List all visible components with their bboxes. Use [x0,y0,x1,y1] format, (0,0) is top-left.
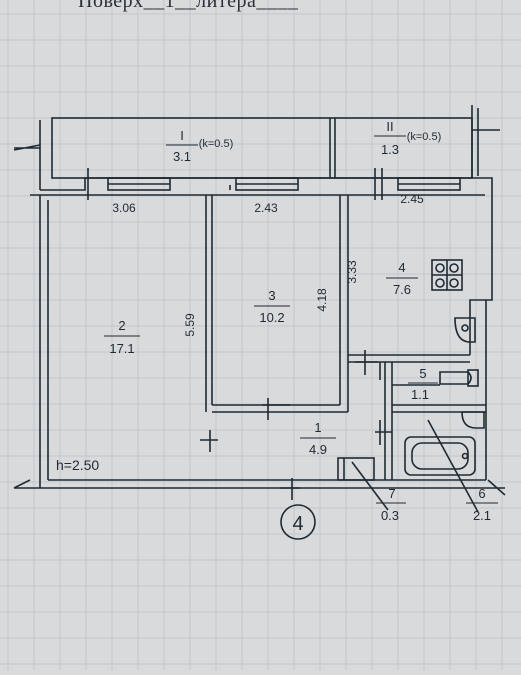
room-7-id: 7 [388,486,395,501]
room-6-id: 6 [478,486,485,501]
room-II-area: 1.3 [381,142,399,157]
washbasin-icon [461,411,485,429]
room-2-area: 17.1 [109,341,134,356]
bathtub-icon [404,436,476,476]
kitchen-sink-icon [454,317,476,343]
balcony-outline [51,117,473,179]
section-marker [280,504,316,540]
ceiling-height: h=2.50 [56,457,99,473]
dim-room2-depth: 5.59 [183,313,197,337]
dim-w3: 2.45 [400,192,424,206]
leader-6 [427,419,479,513]
room-II-coef: (k=0.5) [407,131,442,143]
room-II-id: II [386,119,393,134]
room-3-id: 3 [268,288,275,303]
room-2-id: 2 [118,318,125,333]
room-I-id: I [180,128,184,143]
leader-7 [351,461,389,511]
room-6-area: 2.1 [473,508,491,523]
room-I-area: 3.1 [173,149,191,164]
floor-header: Поверх__1__литера____ [78,0,299,12]
walls [13,105,506,513]
room-I-coef: (k=0.5) [199,138,234,150]
dim-room3-depth: 4.18 [315,288,329,312]
dim-w1: 3.06 [112,201,136,215]
room-1-area: 4.9 [309,442,327,457]
room-4-id: 4 [398,260,405,275]
room-1-id: 1 [314,420,321,435]
room-7-area: 0.3 [381,508,399,523]
section-marker-label: 4 [292,513,303,535]
closet-7 [337,457,375,481]
room-4-area: 7.6 [393,282,411,297]
room-5-area: 1.1 [411,387,429,402]
room-5-id: 5 [419,366,426,381]
room-3-area: 10.2 [259,310,284,325]
dim-room4-depth: 3.33 [345,260,359,284]
dim-w2: 2.43 [254,201,278,215]
